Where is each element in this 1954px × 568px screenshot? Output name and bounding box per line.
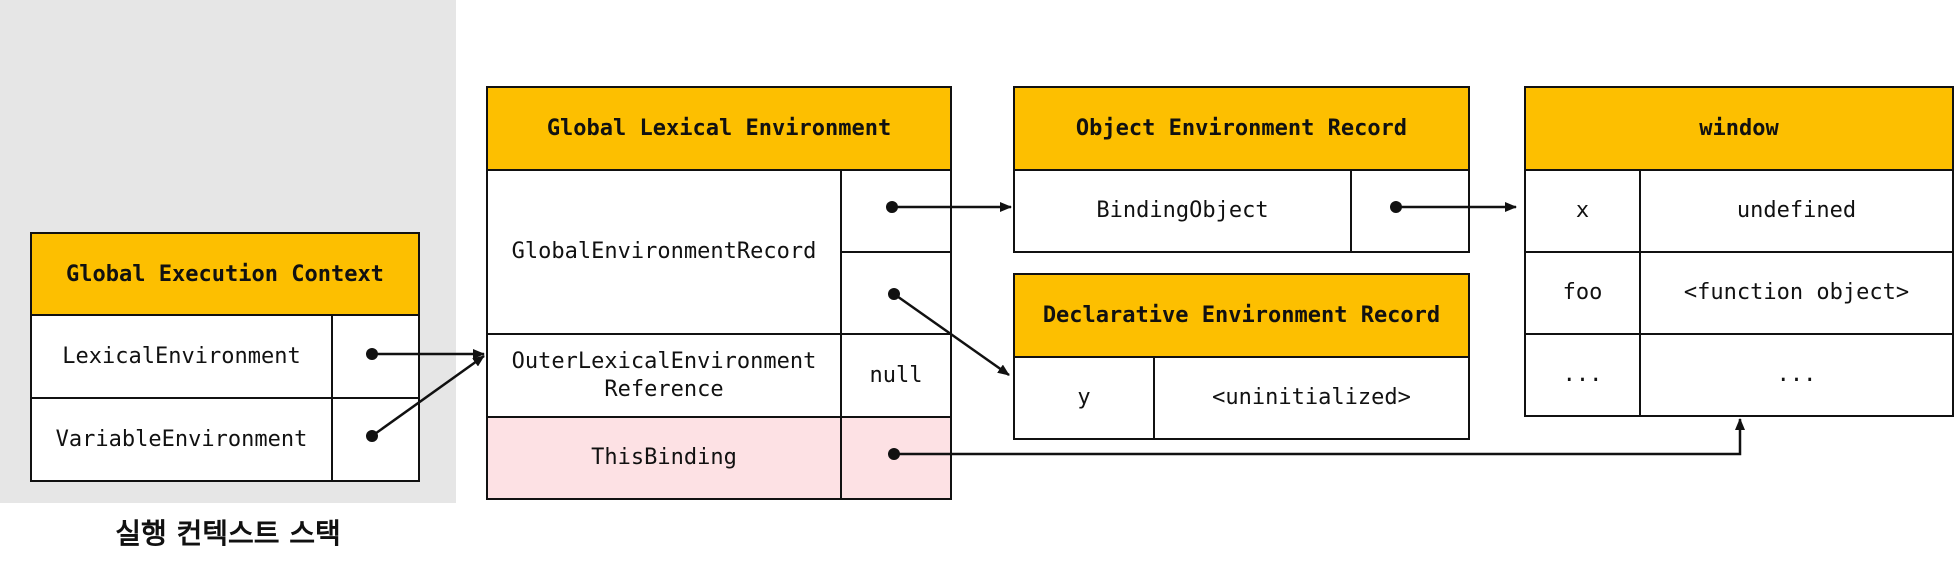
variable-environment-pointer <box>366 430 378 442</box>
der-title: Declarative Environment Record <box>1013 273 1470 358</box>
window-row-value: undefined <box>1736 198 1857 223</box>
gle-record-split <box>840 251 952 253</box>
window-row-value: ... <box>1776 362 1817 387</box>
this-binding-label: ThisBinding <box>591 445 737 470</box>
der-binding-name: y <box>1077 385 1091 410</box>
outer-reference-line1: OuterLexicalEnvironment <box>511 348 817 374</box>
outer-reference-line2: Reference <box>604 376 724 402</box>
der-body <box>1013 356 1470 440</box>
stack-label: 실행 컨텍스트 스택 <box>115 517 341 550</box>
this-binding-pointer <box>888 448 900 460</box>
lexical-environment-pointer <box>366 348 378 360</box>
window-body <box>1524 169 1954 417</box>
window-divider <box>1639 169 1641 417</box>
object-record-pointer <box>886 201 898 213</box>
declarative-record-pointer <box>888 288 900 300</box>
variable-environment-arrow <box>371 354 485 438</box>
lexical-environment-label: LexicalEnvironment <box>62 343 301 369</box>
oer-title: Object Environment Record <box>1013 86 1470 171</box>
record-to-declarative-arrow <box>893 292 1010 377</box>
gle-row-divider-2 <box>486 416 952 418</box>
window-row-name: foo <box>1562 280 1603 305</box>
der-binding-value: <uninitialized> <box>1212 385 1411 410</box>
this-binding-row <box>488 418 950 498</box>
gle-row-divider-1 <box>486 333 952 335</box>
der-divider <box>1153 356 1155 440</box>
window-row-name: ... <box>1562 362 1603 387</box>
global-environment-record-label: GlobalEnvironmentRecord <box>511 239 817 264</box>
binding-object-label: BindingObject <box>1096 198 1269 223</box>
oer-divider <box>1350 169 1352 253</box>
window-row-name: x <box>1575 198 1590 223</box>
window-row-value: <function object> <box>1683 280 1910 305</box>
window-row-divider-2 <box>1524 333 1954 335</box>
gec-row-divider <box>30 397 420 399</box>
gle-title: Global Lexical Environment <box>486 86 952 171</box>
binding-object-pointer <box>1390 201 1402 213</box>
outer-reference-value: null <box>869 362 923 388</box>
outer-reference-label: OuterLexicalEnvironment Reference <box>488 335 840 416</box>
window-row-divider-1 <box>1524 251 1954 253</box>
variable-environment-label: VariableEnvironment <box>55 426 308 452</box>
this-binding-arrow <box>894 418 1745 456</box>
